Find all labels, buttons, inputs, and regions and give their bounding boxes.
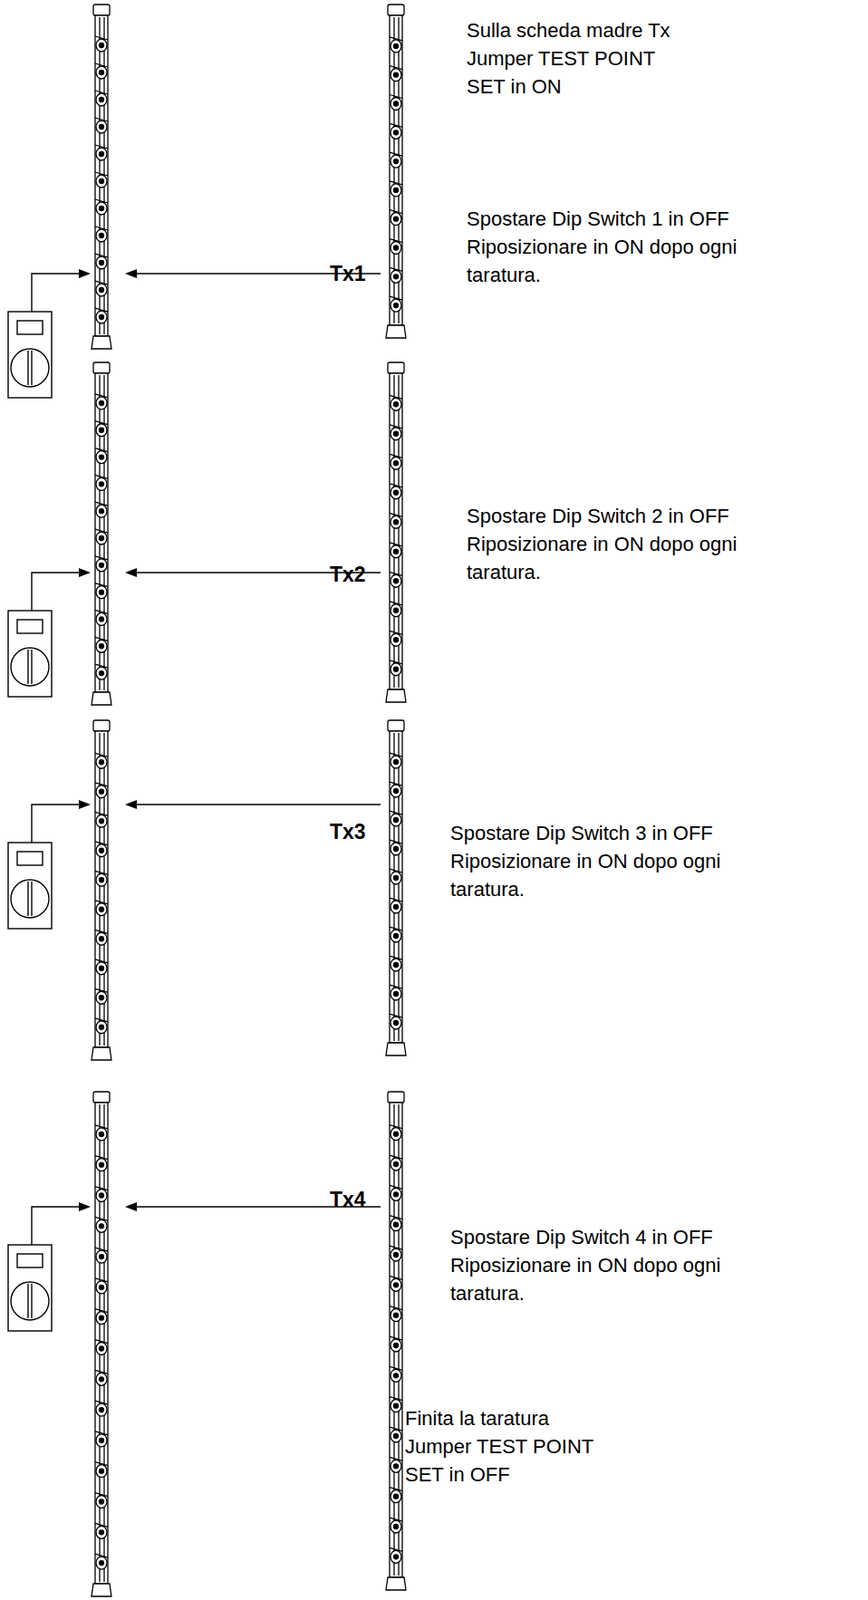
barrier-tower (385, 720, 406, 1056)
dip-switch-note: Spostare Dip Switch 2 in OFF Riposiziona… (466, 501, 762, 587)
barrier-tower (91, 362, 112, 705)
transmitter-label: Tx3 (329, 819, 367, 845)
arrow-head (78, 568, 91, 578)
arrow-head (125, 800, 137, 810)
dip-switch-note: Spostare Dip Switch 3 in OFF Riposiziona… (450, 819, 745, 904)
final-note: Finita la taratura Jumper TEST POINT SET… (405, 1404, 603, 1489)
multimeter (8, 610, 52, 697)
multimeter (8, 1244, 52, 1331)
multimeter (8, 311, 52, 398)
dip-switch-note: Spostare Dip Switch 4 in OFF Riposiziona… (450, 1223, 745, 1308)
dip-switch-note: Spostare Dip Switch 1 in OFF Riposiziona… (466, 204, 762, 290)
transmitter-label: Tx2 (329, 561, 367, 588)
probe-lead (31, 1206, 80, 1245)
probe-lead (31, 572, 80, 611)
arrow-head (78, 800, 91, 810)
multimeter (8, 842, 52, 929)
barrier-tower (91, 1091, 112, 1597)
setup-note: Sulla scheda madre Tx Jumper TEST POINT … (466, 16, 674, 101)
barrier-tower (385, 4, 406, 338)
arrow-head (125, 568, 137, 578)
arrow-head (78, 269, 91, 279)
barrier-tower (91, 4, 112, 349)
probe-lead (31, 804, 80, 843)
arrow-head (78, 1202, 91, 1212)
transmitter-label: Tx1 (329, 260, 367, 287)
probe-lead (31, 273, 80, 312)
transmitter-label: Tx4 (329, 1186, 367, 1213)
arrow-head (125, 269, 137, 279)
arrow-head (125, 1202, 137, 1212)
beam-arrow (135, 803, 381, 805)
barrier-tower (385, 1091, 406, 1591)
barrier-tower (91, 720, 112, 1061)
barrier-tower (385, 362, 406, 703)
